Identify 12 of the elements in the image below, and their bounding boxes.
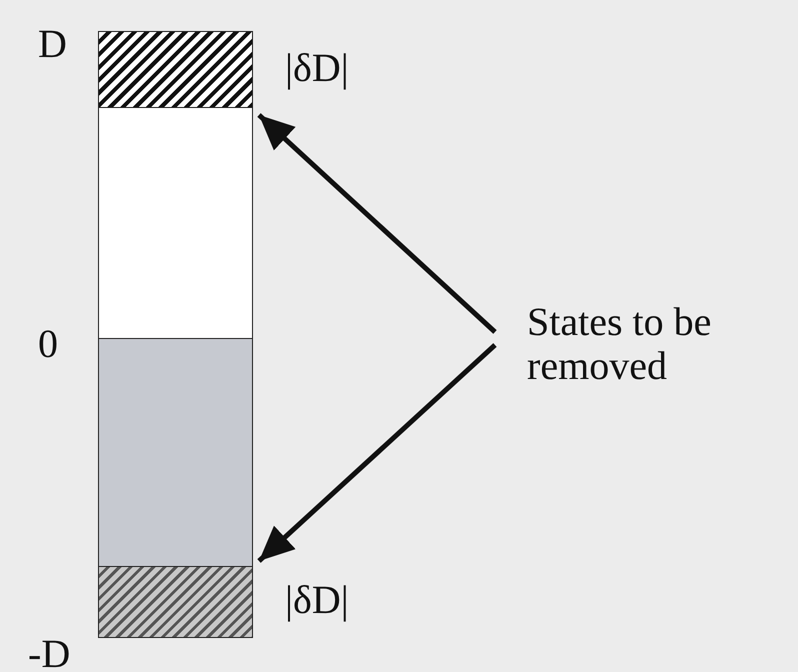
band-label: |δD|: [285, 46, 349, 90]
axis-value-label: 0: [38, 322, 58, 366]
callout-text: States to be removed: [527, 300, 732, 400]
bar-segment: [98, 338, 253, 567]
axis-value-label: D: [38, 22, 67, 66]
bar-segment: [98, 31, 253, 108]
bar-segment: [98, 566, 253, 638]
arrow: [257, 113, 497, 334]
bar-segment: [98, 107, 253, 339]
axis-value-label: -D: [28, 632, 70, 672]
arrow: [257, 343, 497, 563]
band-label: |δD|: [285, 578, 349, 622]
